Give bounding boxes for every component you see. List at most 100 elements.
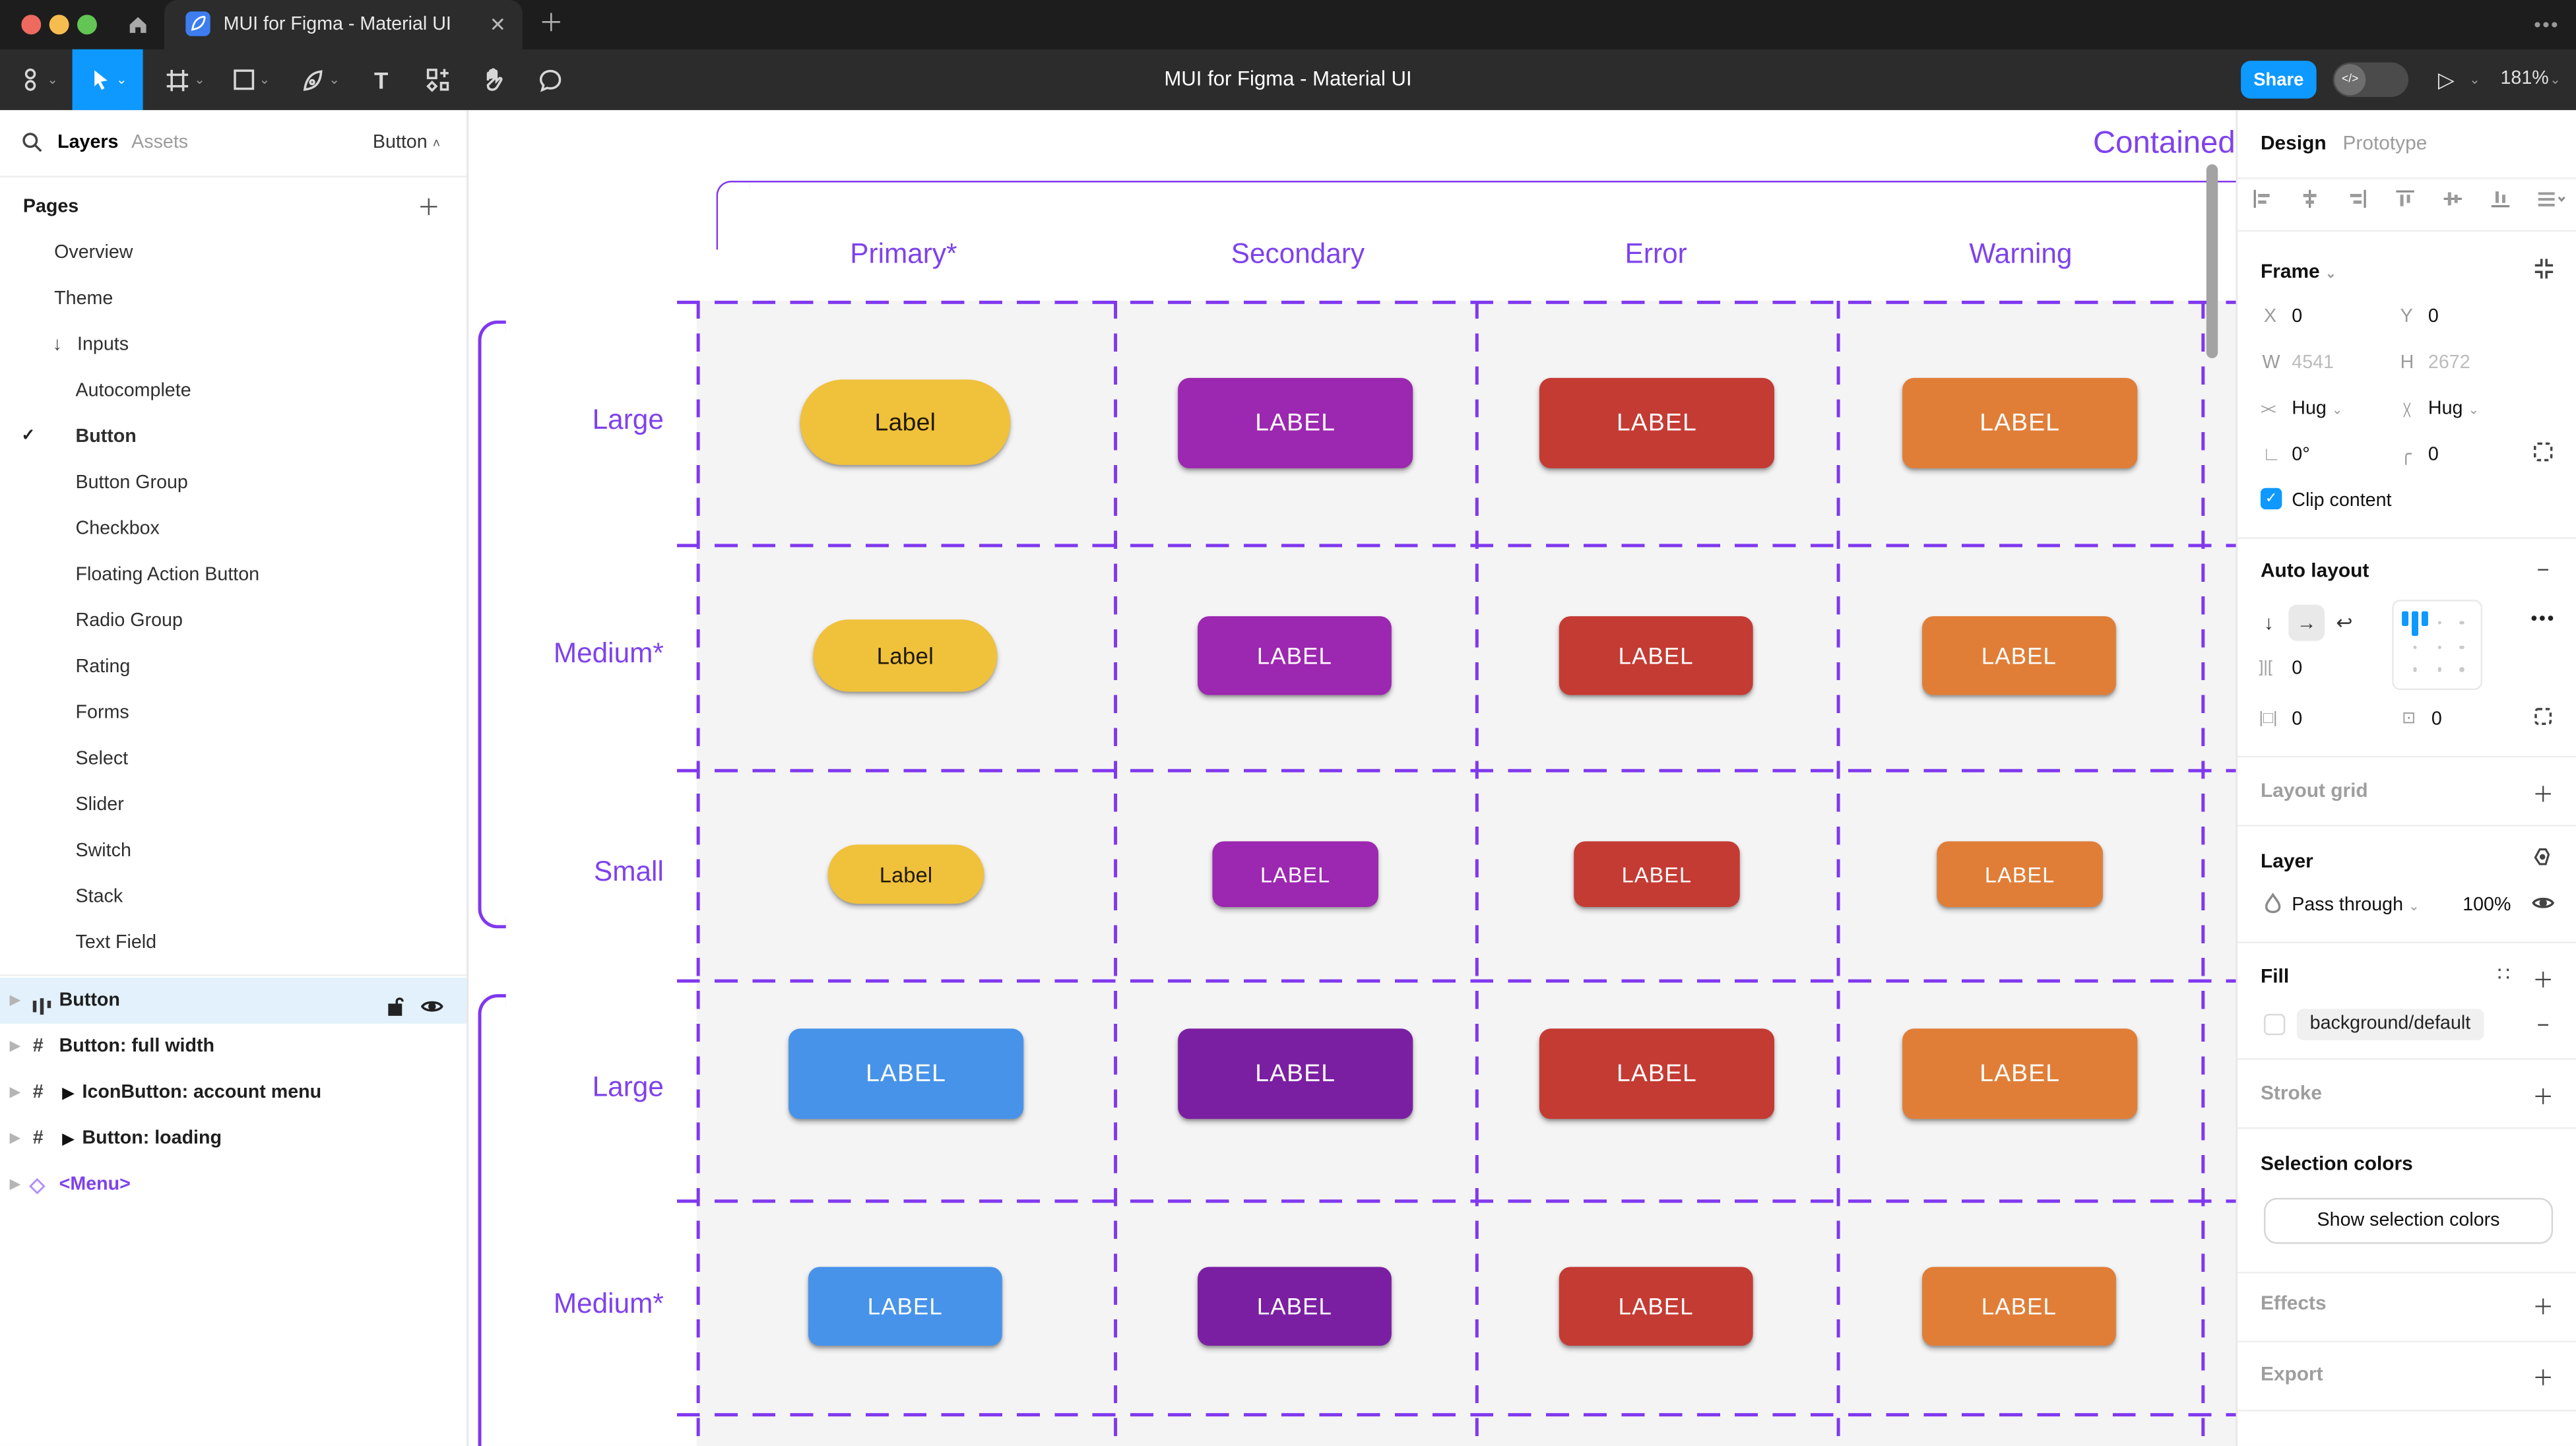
tidy-up-icon[interactable] <box>2536 187 2566 214</box>
page-item-forms[interactable]: Forms <box>75 703 129 723</box>
align-horizontal-center-icon[interactable] <box>2298 187 2321 214</box>
window-close-button[interactable] <box>21 15 42 35</box>
remove-fill-icon[interactable]: − <box>2536 1012 2550 1037</box>
page-item-rating[interactable]: Rating <box>75 657 131 677</box>
dev-mode-toggle[interactable]: </> <box>2333 62 2409 97</box>
page-item-floating-action-button[interactable]: Floating Action Button <box>75 565 260 585</box>
page-item-text-field[interactable]: Text Field <box>75 933 157 953</box>
opacity-value[interactable]: 100% <box>2463 895 2511 916</box>
window-minimize-button[interactable] <box>49 15 69 35</box>
horizontal-padding-value[interactable]: 0 <box>2292 710 2303 730</box>
tab-layers[interactable]: Layers <box>57 133 119 153</box>
move-tool-button[interactable]: ⌄ <box>72 49 143 110</box>
align-top-icon[interactable] <box>2394 187 2417 214</box>
x-value[interactable]: 0 <box>2292 307 2303 327</box>
add-page-icon[interactable]: ＋ <box>417 193 441 220</box>
button-warning-medium[interactable]: LABEL <box>1922 616 2116 695</box>
frame-tool-button[interactable]: ⌄ <box>161 49 210 110</box>
pen-tool-button[interactable]: ⌄ <box>296 49 345 110</box>
button-error-medium[interactable]: LABEL <box>1559 616 1753 695</box>
button-purple-large[interactable]: LABEL <box>1178 1028 1413 1119</box>
rotation-value[interactable]: 0° <box>2292 445 2310 465</box>
button-error-large[interactable]: LABEL <box>1539 377 1774 468</box>
y-value[interactable]: 0 <box>2428 307 2439 327</box>
eye-icon[interactable] <box>420 990 443 1036</box>
page-item-button[interactable]: ✓Button <box>0 414 467 460</box>
page-item-switch[interactable]: Switch <box>75 841 131 862</box>
remove-auto-layout-icon[interactable]: − <box>2536 557 2550 582</box>
layer-row-iconbutton-account-menu[interactable]: ▶ # ▶ IconButton: account menu <box>0 1070 467 1116</box>
actions-tool-button[interactable] <box>417 49 457 110</box>
auto-layout-alignment-widget[interactable] <box>2392 600 2483 691</box>
tab-prototype[interactable]: Prototype <box>2342 131 2428 155</box>
present-icon[interactable]: ▷ <box>2437 67 2455 92</box>
search-icon[interactable] <box>21 131 42 158</box>
layer-row-button[interactable]: ▶ Button <box>0 978 467 1024</box>
home-icon[interactable] <box>127 13 150 44</box>
lock-open-icon[interactable] <box>386 990 406 1036</box>
gap-value[interactable]: 0 <box>2292 658 2303 679</box>
button-primary-medium[interactable]: Label <box>813 619 998 692</box>
frame-name-label[interactable]: Contained <box>2093 126 2236 162</box>
corner-radius-value[interactable]: 0 <box>2428 445 2439 465</box>
tab-design[interactable]: Design <box>2260 131 2327 155</box>
chevron-right-icon[interactable]: ▶ <box>9 1084 20 1100</box>
button-secondary-large[interactable]: LABEL <box>1178 377 1413 468</box>
chevron-right-icon[interactable]: ▶ <box>9 1176 20 1191</box>
window-more-icon[interactable]: ••• <box>2534 13 2560 36</box>
comment-tool-button[interactable] <box>531 49 570 110</box>
button-primary-small[interactable]: Label <box>827 844 984 904</box>
page-item-inputs[interactable]: ↓Inputs <box>0 322 467 368</box>
add-layout-grid-icon[interactable]: ＋ <box>2532 782 2554 807</box>
align-left-icon[interactable] <box>2251 187 2274 214</box>
file-tab[interactable]: MUI for Figma - Material UI ✕ <box>164 0 523 49</box>
page-item-radio-group[interactable]: Radio Group <box>75 611 183 631</box>
chevron-right-icon[interactable]: ▶ <box>9 992 20 1007</box>
text-tool-button[interactable]: T <box>373 66 389 93</box>
w-value[interactable]: 4541 <box>2292 353 2334 373</box>
vertical-padding-value[interactable]: 0 <box>2431 710 2442 730</box>
fill-color-swatch[interactable] <box>2263 1013 2286 1036</box>
layer-row-menu[interactable]: ▶ ◇ <Menu> <box>0 1162 467 1208</box>
page-item-stack[interactable]: Stack <box>75 887 123 907</box>
button-warning-small[interactable]: LABEL <box>1937 841 2103 907</box>
button-warning-large[interactable]: LABEL <box>1902 377 2138 468</box>
align-vertical-center-icon[interactable] <box>2441 187 2464 214</box>
auto-layout-wrap-icon[interactable]: ↩ <box>2336 611 2353 635</box>
layer-row-button-loading[interactable]: ▶ # ▶ Button: loading <box>0 1116 467 1162</box>
chevron-right-icon[interactable]: ▶ <box>9 1130 20 1146</box>
page-item-autocomplete[interactable]: Autocomplete <box>75 381 191 401</box>
zoom-level[interactable]: 181% <box>2500 69 2549 89</box>
page-item-slider[interactable]: Slider <box>75 795 124 815</box>
add-stroke-icon[interactable]: ＋ <box>2532 1084 2554 1110</box>
blend-mode-icon[interactable] <box>2530 848 2556 874</box>
page-item-select[interactable]: Select <box>75 749 129 769</box>
window-zoom-button[interactable] <box>77 15 97 35</box>
chevron-right-icon[interactable]: ▶ <box>9 1038 20 1053</box>
vertical-resizing-value[interactable]: Hug ⌄ <box>2428 399 2480 420</box>
button-warning-medium-2[interactable]: LABEL <box>1922 1267 2116 1346</box>
independent-padding-icon[interactable] <box>2530 707 2556 731</box>
frame-section-title[interactable]: Frame ⌄ <box>2260 259 2336 283</box>
button-blue-medium[interactable]: LABEL <box>808 1267 1002 1346</box>
h-value[interactable]: 2672 <box>2428 353 2470 373</box>
hand-tool-button[interactable] <box>475 49 515 110</box>
button-error-small[interactable]: LABEL <box>1574 841 1740 907</box>
independent-corners-icon[interactable] <box>2530 442 2556 466</box>
collapse-panel-icon[interactable] <box>2530 258 2556 284</box>
button-primary-large[interactable]: Label <box>800 379 1011 465</box>
add-effect-icon[interactable]: ＋ <box>2532 1294 2554 1320</box>
eye-icon[interactable] <box>2530 893 2556 919</box>
canvas-scrollbar[interactable] <box>2206 164 2218 359</box>
tab-assets[interactable]: Assets <box>131 133 189 153</box>
share-button[interactable]: Share <box>2241 61 2317 99</box>
tab-close-icon[interactable]: ✕ <box>489 13 506 36</box>
button-error-large-2[interactable]: LABEL <box>1539 1028 1774 1119</box>
chevron-down-icon[interactable]: ⌄ <box>2469 72 2480 88</box>
button-purple-medium[interactable]: LABEL <box>1198 1267 1392 1346</box>
button-blue-large[interactable]: LABEL <box>789 1028 1024 1119</box>
layer-row-button-full-width[interactable]: ▶ # Button: full width <box>0 1024 467 1070</box>
fill-style-chip[interactable]: background/default <box>2296 1009 2484 1040</box>
fill-row[interactable]: background/default − <box>2238 1009 2576 1040</box>
canvas[interactable]: Contained Primary* Secondary Error Warni… <box>468 110 2236 1446</box>
